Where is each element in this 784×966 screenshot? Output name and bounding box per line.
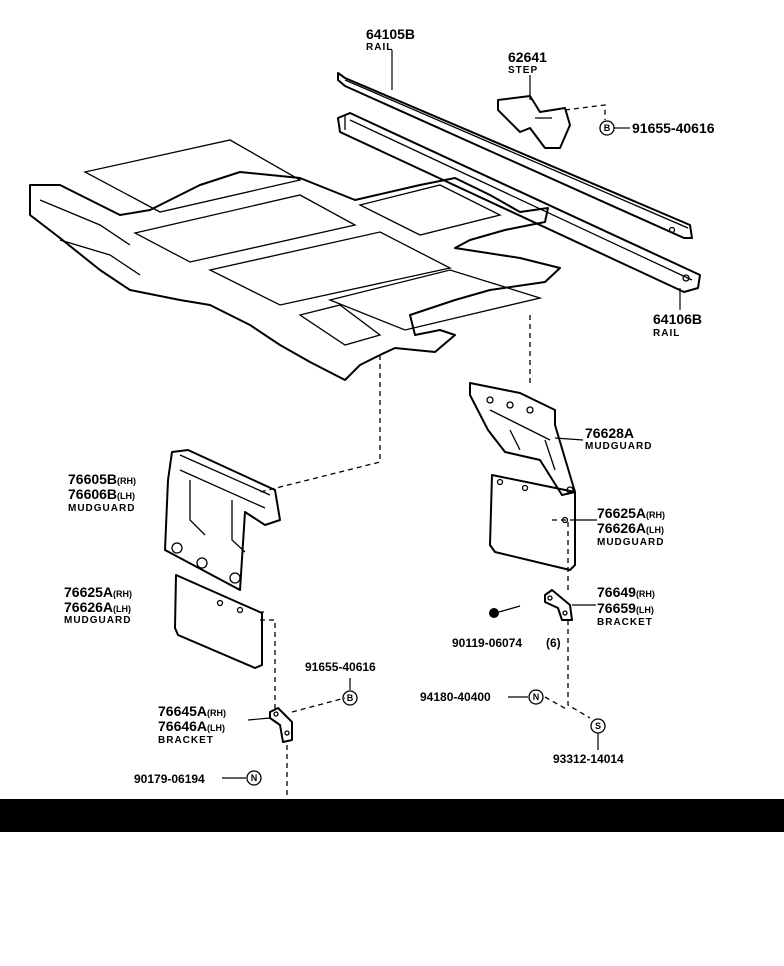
svg-text:90179-06194: 90179-06194 (134, 772, 205, 786)
assembly-lines (259, 315, 591, 800)
label-step-62641: 62641 STEP (508, 49, 547, 76)
rail-64105B-drawing (337, 72, 693, 239)
part-number: 76628A (585, 425, 634, 441)
bolt-symbol-lh: B (342, 690, 358, 706)
floor-frame (29, 139, 561, 381)
svg-text:76625A(RH): 76625A(RH) (597, 505, 665, 521)
svg-text:76649(RH): 76649(RH) (597, 584, 655, 600)
svg-text:76626A(LH): 76626A(LH) (64, 599, 131, 615)
svg-text:76626A(LH): 76626A(LH) (597, 520, 664, 536)
mudguard-flap-lh-drawing (174, 574, 263, 669)
label-mudguard-76605B: 76605B(RH) 76606B(LH) MUDGUARD (68, 471, 136, 514)
label-mudguard-76628A: 76628A MUDGUARD (585, 425, 652, 452)
label-screw-rh: 90119-06074 (6) (452, 636, 561, 650)
screw-rh-drawing (489, 605, 521, 618)
svg-text:BRACKET: BRACKET (597, 617, 653, 628)
bracket-lh-drawing (269, 707, 293, 743)
label-nut-lh: 90179-06194 (134, 772, 205, 786)
label-mudguard-flap-lh: 76625A(RH) 76626A(LH) MUDGUARD (64, 584, 132, 626)
svg-text:76606B(LH): 76606B(LH) (68, 486, 135, 502)
label-bolt-step: 91655-40616 (632, 120, 715, 136)
svg-text:94180-40400: 94180-40400 (420, 690, 491, 704)
svg-text:MUDGUARD: MUDGUARD (64, 615, 131, 626)
label-bracket-lh: 76645A(RH) 76646A(LH) BRACKET (158, 703, 226, 746)
nut-symbol-rh: N (528, 689, 544, 705)
bracket-rh-drawing (544, 589, 573, 621)
mudguard-flap-rh-drawing (489, 474, 576, 571)
part-number: 64105B (366, 26, 415, 42)
mudguard-76628A-drawing (469, 382, 576, 496)
label-nut-rh: 94180-40400 (420, 690, 491, 704)
svg-text:76659(LH): 76659(LH) (597, 600, 654, 616)
svg-text:B: B (347, 693, 354, 703)
svg-text:MUDGUARD: MUDGUARD (68, 503, 135, 514)
svg-text:B: B (604, 123, 611, 133)
svg-text:BRACKET: BRACKET (158, 735, 214, 746)
label-mudguard-flap-rh: 76625A(RH) 76626A(LH) MUDGUARD (597, 505, 665, 548)
part-name: MUDGUARD (585, 441, 652, 452)
label-bracket-rh: 76649(RH) 76659(LH) BRACKET (597, 584, 655, 628)
svg-text:76605B(RH): 76605B(RH) (68, 471, 136, 487)
svg-text:S: S (595, 721, 601, 731)
svg-text:76625A(RH): 76625A(RH) (64, 584, 132, 600)
part-number: 91655-40616 (632, 120, 715, 136)
svg-text:MUDGUARD: MUDGUARD (597, 537, 664, 548)
part-name: STEP (508, 65, 538, 76)
rail-64106B-drawing (337, 112, 701, 293)
svg-text:N: N (251, 773, 258, 783)
nut-symbol-lh: N (246, 770, 262, 786)
mudguard-76605B-drawing (164, 449, 281, 591)
svg-text:N: N (533, 692, 540, 702)
step-62641-drawing (497, 95, 606, 149)
svg-text:91655-40616: 91655-40616 (305, 660, 376, 674)
svg-text:76645A(RH): 76645A(RH) (158, 703, 226, 719)
part-number: 62641 (508, 49, 547, 65)
label-rail-64106B: 64106B RAIL (653, 311, 702, 339)
label-rail-64105B: 64105B RAIL (366, 26, 415, 53)
part-name: RAIL (366, 42, 393, 53)
part-number: 64106B (653, 311, 702, 327)
washer-symbol-rh: S (590, 718, 606, 734)
black-band (0, 799, 784, 832)
svg-text:93312-14014: 93312-14014 (553, 752, 624, 766)
svg-text:(6): (6) (546, 636, 561, 650)
label-washer-rh: 93312-14014 (553, 752, 624, 766)
svg-text:76646A(LH): 76646A(LH) (158, 718, 225, 734)
svg-text:90119-06074: 90119-06074 (452, 636, 522, 650)
label-bolt-lh: 91655-40616 (305, 660, 376, 674)
bolt-symbol-step: B (599, 120, 615, 136)
part-name: RAIL (653, 328, 680, 339)
leader-lines (222, 50, 681, 779)
